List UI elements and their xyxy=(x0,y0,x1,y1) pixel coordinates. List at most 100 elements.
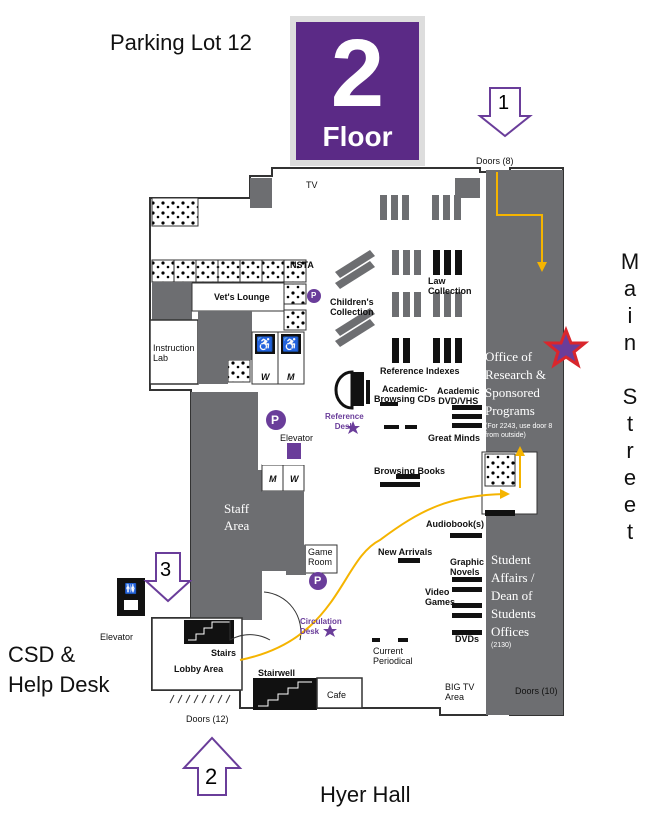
student-affairs-line: Offices xyxy=(491,624,530,639)
academic-dvd-line: Academic xyxy=(437,386,480,396)
street-letter: S xyxy=(622,384,638,409)
academic-dvd-label: Academic DVD/VHS xyxy=(437,386,480,406)
floor-number: 2 xyxy=(330,20,385,127)
wheelchair-icon: ♿ xyxy=(282,336,299,353)
left-gray-block xyxy=(152,282,192,320)
academic-dvd-line: DVD/VHS xyxy=(438,396,479,406)
big-tv-area-label: BIG TV Area xyxy=(445,682,474,702)
right-corridor xyxy=(486,170,563,715)
parking-p: P xyxy=(311,291,317,300)
restroom-m-label: M xyxy=(287,372,295,382)
lobby-area-label: Lobby Area xyxy=(174,664,224,674)
street-letter: t xyxy=(626,411,634,436)
destination-star-icon xyxy=(542,325,590,369)
wheelchair-icon xyxy=(281,334,301,354)
instruction-lab-line: Instruction xyxy=(153,343,195,353)
reference-desk xyxy=(334,370,354,410)
route-arrowhead xyxy=(515,446,525,456)
csd-help-desk-label: CSD & Help Desk xyxy=(8,640,109,700)
big-tv-line: BIG TV xyxy=(445,682,475,692)
vets-lounge-label: Vet's Lounge xyxy=(214,292,270,302)
circulation-desk-line: Desk xyxy=(300,627,320,636)
staff-area-block xyxy=(191,392,262,620)
door-hatch xyxy=(169,694,231,704)
restroom-w-label: W xyxy=(290,474,299,484)
law-collection-label: Law Collection xyxy=(428,276,472,296)
street-letter: i xyxy=(627,303,633,328)
browsing-books-label: Browsing Books xyxy=(374,466,446,476)
elevator-outer-label: Elevator xyxy=(100,632,134,642)
route-arrow-3 xyxy=(239,493,506,661)
academic-browsing-line: Academic- xyxy=(381,384,428,394)
stairs-label: Stairs xyxy=(211,648,237,658)
top-left-dotted-stair xyxy=(151,197,199,227)
nsta-label: NSTA xyxy=(290,260,314,270)
graphic-novels-line: Novels xyxy=(450,567,480,577)
wheelchair-icon: ♿ xyxy=(256,336,273,353)
student-affairs-room: (2130) xyxy=(491,642,512,649)
research-line: Research & xyxy=(485,367,547,382)
research-line: Office of xyxy=(485,349,533,364)
staff-area-label: Staff Area xyxy=(224,500,249,534)
cafe-label: Cafe xyxy=(327,690,347,700)
game-room-label: Game Room xyxy=(308,547,333,567)
upper-right-block xyxy=(455,178,480,198)
current-periodical-line: Current xyxy=(373,646,404,656)
wheelchair-icon xyxy=(255,334,275,354)
instruction-lab-label: Instruction Lab xyxy=(153,343,195,363)
big-tv-line: Area xyxy=(445,692,465,702)
hyer-hall-label: Hyer Hall xyxy=(320,782,411,807)
shelves xyxy=(380,195,462,317)
staff-area-line: Area xyxy=(224,518,250,533)
game-room-wall xyxy=(286,545,306,575)
student-affairs-line: Students xyxy=(491,606,536,621)
elevator-label: Elevator xyxy=(280,433,314,443)
route-arrowhead xyxy=(500,489,510,499)
reference-desk xyxy=(352,372,364,406)
main-street-label: M a i n S t r e e t xyxy=(618,248,642,545)
audiobooks-label: Audiobook(s) xyxy=(426,519,484,529)
door-swing xyxy=(263,591,302,641)
star-icon xyxy=(346,421,360,434)
door-swing xyxy=(229,620,271,641)
csd-line-2: Help Desk xyxy=(8,672,110,697)
video-games-line: Video xyxy=(425,587,450,597)
parking-lot-label: Parking Lot 12 xyxy=(110,30,252,55)
doors-8-label: Doors (8) xyxy=(476,156,514,166)
stairwell-label: Stairwell xyxy=(258,668,296,678)
game-room-line: Room xyxy=(308,557,333,567)
right-dotted-stair xyxy=(484,453,516,487)
route-arrow-1 xyxy=(496,172,543,268)
street-letter: e xyxy=(623,465,637,490)
childrens-collection-label: Children's Collection xyxy=(330,297,374,317)
entrance-number-1: 1 xyxy=(498,92,510,114)
research-note: from outside) xyxy=(485,432,526,439)
street-letter: e xyxy=(623,492,637,517)
great-minds-label: Great Minds xyxy=(428,433,481,443)
csd-line-1: CSD & xyxy=(8,642,76,667)
academic-browsing-line: Browsing CDs xyxy=(374,394,436,404)
current-periodical-line: Periodical xyxy=(373,656,413,666)
circulation-desk-label: Circulation Desk xyxy=(300,617,342,637)
entrance-number-3: 3 xyxy=(160,559,172,581)
game-room-line: Game xyxy=(308,547,333,557)
video-games-line: Games xyxy=(425,597,456,607)
parking-p: P xyxy=(271,413,280,427)
stairwell-steps xyxy=(258,681,312,707)
parking-icon xyxy=(266,289,327,590)
circulation-desk-line: Circulation xyxy=(300,617,342,626)
student-affairs-line: Dean of xyxy=(491,588,533,603)
reference-desk-line: Desk xyxy=(334,422,354,431)
research-line: Programs xyxy=(485,403,535,418)
new-arrivals-label: New Arrivals xyxy=(378,547,433,557)
reference-indexes-label: Reference Indexes xyxy=(380,366,460,376)
reference-desk xyxy=(366,380,370,404)
entrance-number-2: 2 xyxy=(205,764,218,789)
instruction-lab-room xyxy=(149,319,199,385)
graphic-novels-line: Graphic xyxy=(450,557,485,567)
law-line: Collection xyxy=(428,286,472,296)
entrance-arrow-3 xyxy=(143,552,193,603)
stairs-steps xyxy=(188,621,230,641)
graphic-novels-label: Graphic Novels xyxy=(450,557,484,577)
